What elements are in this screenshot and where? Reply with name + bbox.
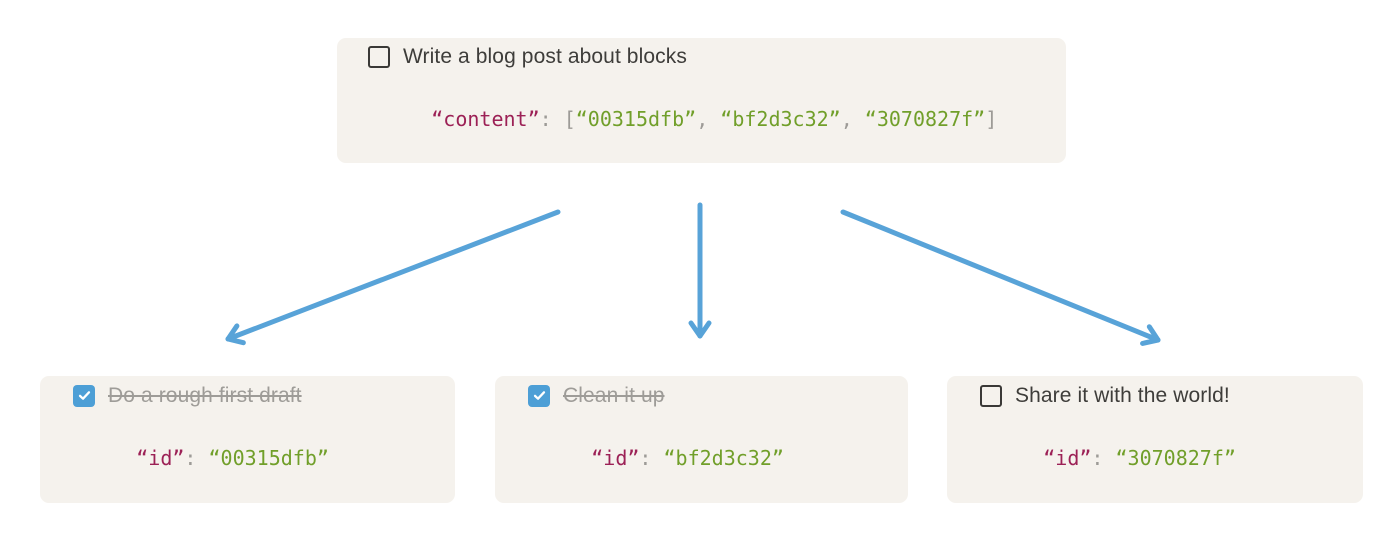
- arrow-to-child-1: [225, 209, 561, 346]
- code-colon: :: [639, 446, 664, 471]
- code-id-value: “00315dfb”: [208, 446, 329, 471]
- child-2-code-line: “id”: “bf2d3c32”: [519, 421, 884, 496]
- parent-todo-row: Write a blog post about blocks: [368, 44, 1044, 69]
- child-3-todo-row: Share it with the world!: [980, 383, 1339, 408]
- parent-code-line: “content”: [“00315dfb”, “bf2d3c32”, “307…: [359, 82, 1044, 157]
- parent-todo-label: Write a blog post about blocks: [403, 44, 687, 68]
- parent-block-card: Write a blog post about blocks “content”…: [337, 38, 1066, 163]
- child-1-todo-row: Do a rough first draft: [73, 383, 431, 408]
- code-key-id: “id”: [591, 446, 640, 471]
- child-1-todo-label: Do a rough first draft: [108, 383, 302, 407]
- child-1-code-line: “id”: “00315dfb”: [64, 421, 431, 496]
- arrow-to-child-3: [840, 209, 1161, 346]
- code-colon: :: [539, 107, 564, 132]
- code-separator-2: ,: [840, 107, 865, 132]
- code-key-content: “content”: [431, 107, 540, 132]
- child-2-checkbox-checked[interactable]: [528, 384, 550, 407]
- child-2-todo-row: Clean it up: [528, 383, 884, 408]
- code-colon: :: [184, 446, 209, 471]
- child-3-checkbox-unchecked[interactable]: [980, 384, 1002, 407]
- code-id-3: “3070827f”: [864, 107, 986, 132]
- code-id-1: “00315dfb”: [575, 107, 697, 132]
- code-open-bracket: [: [563, 107, 576, 132]
- code-key-id: “id”: [1043, 446, 1092, 471]
- child-block-card-3: Share it with the world! “id”: “3070827f…: [947, 376, 1363, 503]
- checkmark-icon: [78, 391, 90, 400]
- parent-checkbox-unchecked[interactable]: [368, 45, 390, 68]
- child-3-todo-label: Share it with the world!: [1015, 383, 1230, 407]
- child-2-todo-label: Clean it up: [563, 383, 665, 407]
- child-3-code-line: “id”: “3070827f”: [971, 421, 1339, 496]
- child-block-card-2: Clean it up “id”: “bf2d3c32”: [495, 376, 908, 503]
- checkmark-icon: [533, 391, 545, 400]
- code-colon: :: [1091, 446, 1116, 471]
- code-close-bracket: ]: [985, 107, 998, 132]
- child-1-checkbox-checked[interactable]: [73, 384, 95, 407]
- code-id-2: “bf2d3c32”: [720, 107, 841, 132]
- code-key-id: “id”: [136, 446, 185, 471]
- code-separator-1: ,: [696, 107, 721, 132]
- child-block-card-1: Do a rough first draft “id”: “00315dfb”: [40, 376, 455, 503]
- code-id-value: “bf2d3c32”: [663, 446, 784, 471]
- code-id-value: “3070827f”: [1115, 446, 1236, 471]
